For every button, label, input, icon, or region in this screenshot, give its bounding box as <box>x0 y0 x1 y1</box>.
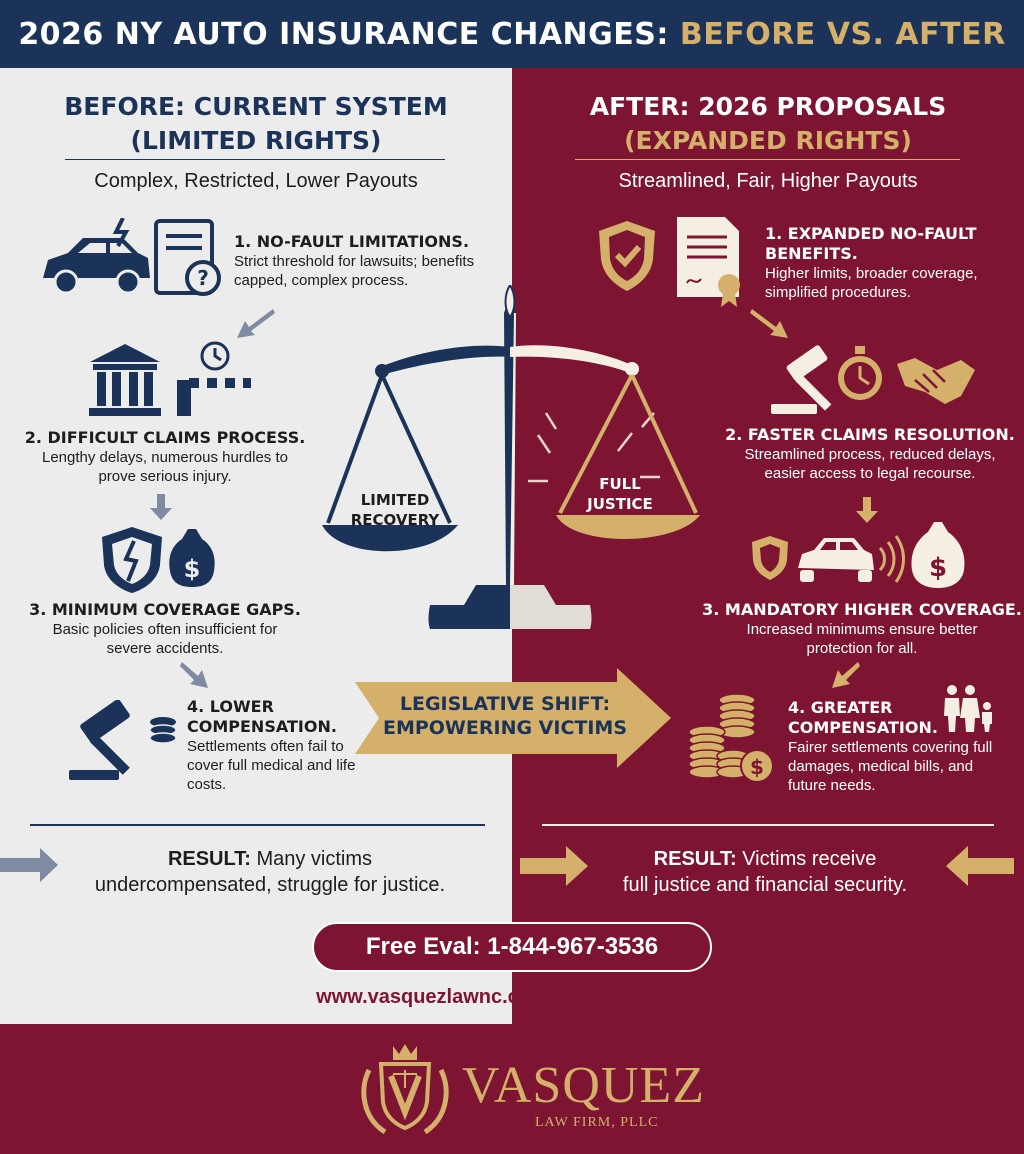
svg-text:$: $ <box>929 553 947 583</box>
before-item-3-title: 3. MINIMUM COVERAGE GAPS. <box>29 600 301 619</box>
after-item-4-title: 4. GREATER COMPENSATION. <box>788 698 938 737</box>
before-heading: BEFORE: CURRENT SYSTEM (LIMITED RIGHTS) <box>0 90 512 158</box>
svg-text:?: ? <box>197 266 209 290</box>
before-item-2: 2. DIFFICULT CLAIMS PROCESS. Lengthy del… <box>0 428 330 486</box>
scale-right-line2: JUSTICE <box>587 495 653 513</box>
after-heading: AFTER: 2026 PROPOSALS (EXPANDED RIGHTS) <box>512 90 1024 158</box>
after-item-1-text: Higher limits, broader coverage, simplif… <box>765 265 978 301</box>
shift-line1: LEGISLATIVE SHIFT: <box>399 693 611 715</box>
before-result-divider <box>30 824 485 826</box>
before-item-2-text: Lengthy delays, numerous hurdles to prov… <box>42 449 288 485</box>
before-item-4: 4. LOWER COMPENSATION. Settlements often… <box>187 697 357 794</box>
law-firm-crest-icon <box>355 1040 455 1140</box>
arrow-icon <box>235 305 275 340</box>
after-item-2-text: Streamlined process, reduced delays, eas… <box>744 446 996 482</box>
before-subtitle: Complex, Restricted, Lower Payouts <box>94 170 418 192</box>
legislative-shift-text: LEGISLATIVE SHIFT: EMPOWERING VICTIMS <box>375 692 635 740</box>
before-item-4-title: 4. LOWER COMPENSATION. <box>187 697 337 736</box>
arrow-icon <box>830 660 860 690</box>
svg-text:$: $ <box>184 555 201 583</box>
arrow-icon <box>180 660 210 690</box>
contact-line[interactable]: www.vasquezlawnc.com | 1-844-967-3536 <box>316 986 708 1008</box>
before-heading-line2: (LIMITED RIGHTS) <box>130 126 382 155</box>
shield-car-money-icon: $ <box>752 520 972 595</box>
shield-certificate-icon <box>595 215 755 310</box>
after-result: RESULT: Victims receive full justice and… <box>580 846 950 898</box>
after-item-4: 4. GREATER COMPENSATION. <box>788 698 938 738</box>
before-item-1-title: 1. NO-FAULT LIMITATIONS. <box>234 232 470 251</box>
after-result-arrow-left-icon <box>944 846 1014 886</box>
gavel-stopwatch-handshake-icon <box>765 340 980 420</box>
title-main: 2026 NY AUTO INSURANCE CHANGES: <box>18 16 669 52</box>
before-result-text-1: Many victims <box>256 848 373 870</box>
before-result: RESULT: Many victims undercompensated, s… <box>50 846 490 898</box>
free-eval-button[interactable]: Free Eval: 1-844-967-3536 <box>312 922 712 972</box>
after-subtitle: Streamlined, Fair, Higher Payouts <box>618 170 918 192</box>
down-arrow-icon <box>150 494 172 520</box>
before-item-1-text: Strict threshold for lawsuits; benefits … <box>234 253 475 289</box>
broken-shield-money-icon: $ <box>100 525 220 595</box>
car-crash-icon: ? <box>38 218 228 303</box>
after-item-3-text: Increased minimums ensure better protect… <box>746 621 978 657</box>
before-result-arrow-icon <box>0 848 60 882</box>
scale-right-label: FULL JUSTICE <box>570 474 670 514</box>
scale-left-label: LIMITED RECOVERY <box>330 490 460 530</box>
svg-text:$: $ <box>750 755 764 779</box>
after-item-4-text: Fairer settlements covering full damages… <box>788 739 993 794</box>
gavel-icon <box>65 700 180 785</box>
arrow-icon <box>750 305 790 340</box>
after-result-text-1: Victims receive <box>742 848 877 870</box>
logo-subname: LAW FIRM, PLLC <box>535 1115 659 1130</box>
before-item-4-text: Settlements often fail to cover full med… <box>187 738 356 793</box>
after-item-2: 2. FASTER CLAIMS RESOLUTION. Streamlined… <box>720 425 1020 483</box>
after-result-divider <box>542 824 994 826</box>
header-banner: 2026 NY AUTO INSURANCE CHANGES: BEFORE V… <box>0 0 1024 68</box>
after-result-arrow-right-icon <box>520 846 590 886</box>
scale-right-line1: FULL <box>599 475 641 493</box>
justice-scale-icon <box>310 285 710 650</box>
before-item-2-title: 2. DIFFICULT CLAIMS PROCESS. <box>24 428 306 447</box>
after-divider <box>575 159 960 160</box>
after-result-text-2: full justice and financial security. <box>622 874 908 896</box>
before-item-3: 3. MINIMUM COVERAGE GAPS. Basic policies… <box>0 600 330 658</box>
before-result-text-2: undercompensated, struggle for justice. <box>94 874 446 896</box>
glow-rays <box>528 412 660 483</box>
family-icon <box>940 684 1000 734</box>
shift-line2: EMPOWERING VICTIMS <box>382 717 628 739</box>
after-item-3: 3. MANDATORY HIGHER COVERAGE. Increased … <box>700 600 1024 658</box>
before-result-label: RESULT: <box>167 848 251 870</box>
before-item-3-text: Basic policies often insufficient for se… <box>52 621 278 657</box>
before-item-1: 1. NO-FAULT LIMITATIONS. Strict threshol… <box>234 232 504 290</box>
legislative-shift-arrow <box>355 668 675 768</box>
after-item-2-title: 2. FASTER CLAIMS RESOLUTION. <box>725 425 1015 444</box>
page-title: 2026 NY AUTO INSURANCE CHANGES: BEFORE V… <box>18 17 1005 52</box>
before-divider <box>65 159 445 160</box>
courthouse-gate-icon <box>85 340 255 420</box>
title-accent: BEFORE VS. AFTER <box>679 16 1006 52</box>
after-item-3-title: 3. MANDATORY HIGHER COVERAGE. <box>702 600 1022 619</box>
free-eval-label: Free Eval: 1-844-967-3536 <box>365 933 659 960</box>
after-heading-line2: (EXPANDED RIGHTS) <box>624 126 912 155</box>
scale-left-line2: RECOVERY <box>350 511 440 529</box>
before-heading-line1: BEFORE: CURRENT SYSTEM <box>64 92 448 121</box>
after-item-1: 1. EXPANDED NO-FAULT BENEFITS. Higher li… <box>765 224 1010 302</box>
after-heading-line1: AFTER: 2026 PROPOSALS <box>589 92 947 121</box>
after-item-4-desc: Fairer settlements covering full damages… <box>788 738 1003 795</box>
coins-icon: $ <box>685 690 780 785</box>
logo-name: VASQUEZ <box>462 1057 705 1114</box>
down-arrow-icon <box>856 497 878 523</box>
before-panel <box>0 68 512 1024</box>
after-item-1-title: 1. EXPANDED NO-FAULT BENEFITS. <box>765 224 977 263</box>
footer-band <box>0 1024 1024 1154</box>
after-result-label: RESULT: <box>653 848 737 870</box>
scale-left-line1: LIMITED <box>360 491 430 509</box>
